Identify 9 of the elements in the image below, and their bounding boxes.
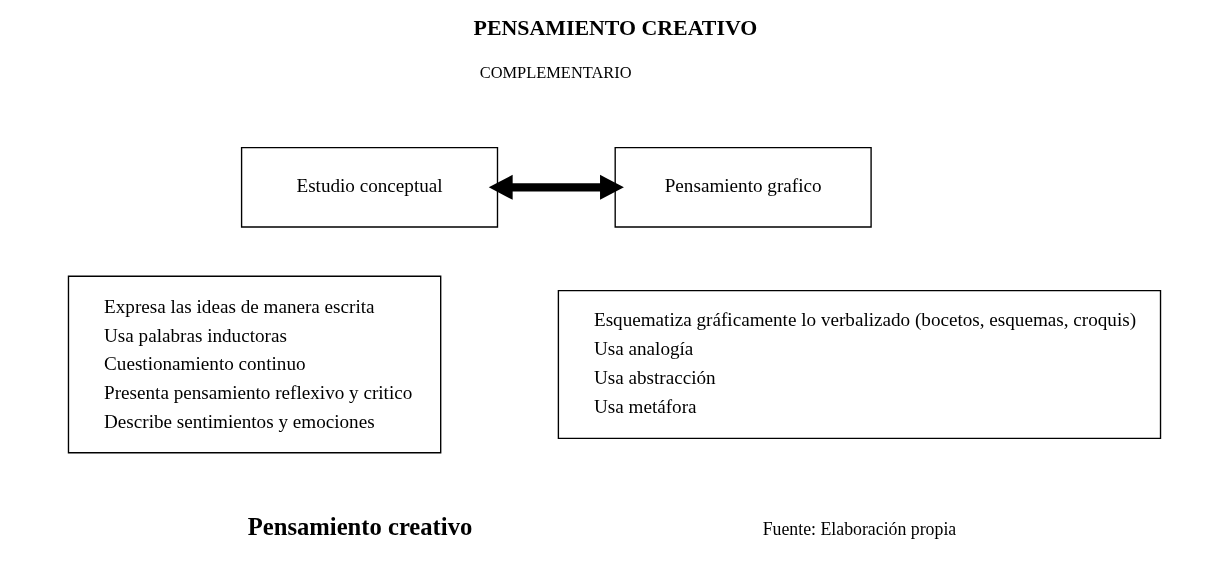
node-box: Pensamiento grafico <box>614 146 872 228</box>
caption: Pensamiento creativo <box>247 513 473 541</box>
label: COMPLEMENTARIO <box>479 62 632 82</box>
label: Fuente: Elaboración propia <box>762 519 957 540</box>
node-box: Estudio conceptual <box>240 146 499 228</box>
node-box: Expresa las ideas de manera escrita Usa palabras inductoras Cuestionamiento continuo Presenta pensamiento reflexivo y critico Describe sentimientos y emociones <box>67 275 442 454</box>
arrow <box>488 174 624 200</box>
node-box: Esquematiza gráficamente lo verbalizado (bocetos, esquemas, croquis) Usa analogía Usa abstracción Usa metáfora <box>557 289 1162 440</box>
diagram-title: PENSAMIENTO CREATIVO <box>473 15 758 41</box>
